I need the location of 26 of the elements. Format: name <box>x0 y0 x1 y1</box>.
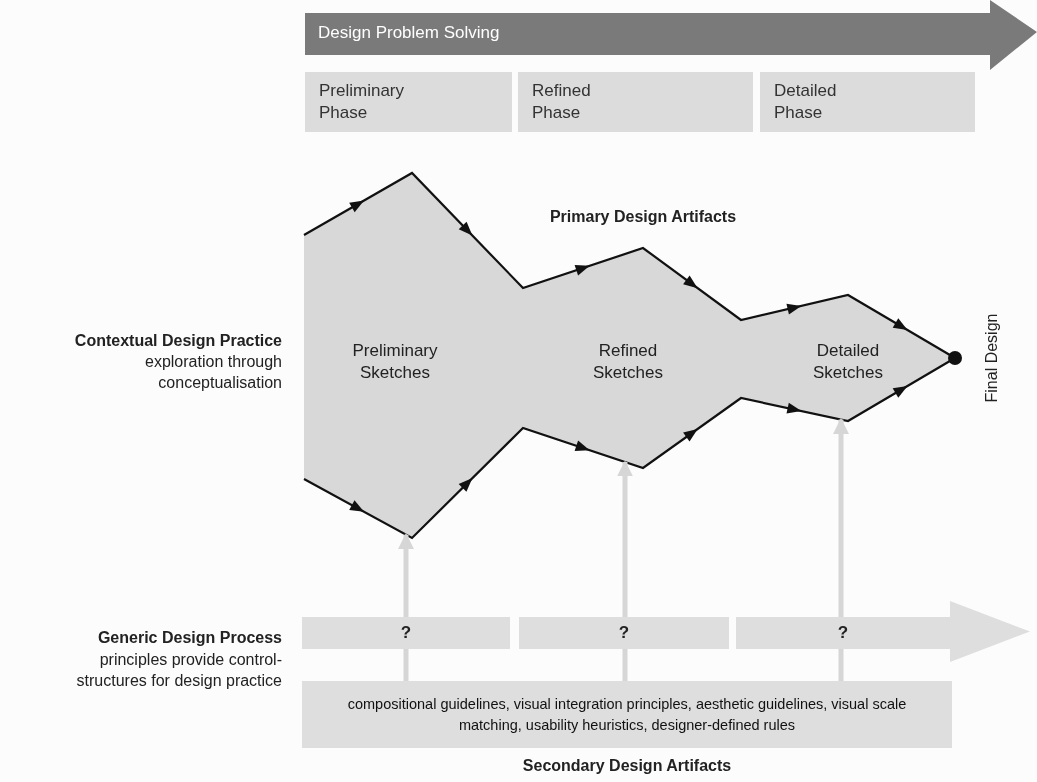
sketch-label: Refined Sketches <box>592 340 664 384</box>
section-heading: Generic Design Process <box>96 628 282 648</box>
guideline-box <box>302 681 952 748</box>
upward-arrow <box>617 460 633 617</box>
arrow-title: Design Problem Solving <box>318 22 500 44</box>
section-note: principles provide control-structures for design practice <box>75 650 282 691</box>
phase-box <box>518 72 753 132</box>
sketch-label: Preliminary Sketches <box>351 340 439 384</box>
upward-arrow <box>398 533 414 617</box>
upward-arrow <box>833 417 849 617</box>
question-arrow-segment <box>736 601 1030 662</box>
phase-box <box>305 72 512 132</box>
section-note: exploration through conceptualisation <box>144 352 282 393</box>
section-heading: Contextual Design Practice <box>73 331 282 351</box>
timeline-arrow <box>305 0 1037 70</box>
phase-label: Preliminary Phase <box>319 80 406 124</box>
question-segment <box>519 617 729 649</box>
end-label: Final Design <box>982 313 1001 403</box>
section-heading: Primary Design Artifacts <box>548 207 738 227</box>
question-segment <box>302 617 510 649</box>
sketch-label: Detailed Sketches <box>812 340 884 384</box>
guideline-text: compositional guidelines, visual integration principles, aesthetic guidelines, visual scale matching, usability heuristics, designer-defined rules <box>346 694 908 735</box>
box-caption: Secondary Design Artifacts <box>521 756 733 776</box>
phase-label: Refined Phase <box>532 80 592 124</box>
phase-box <box>760 72 975 132</box>
phase-label: Detailed Phase <box>774 80 838 124</box>
